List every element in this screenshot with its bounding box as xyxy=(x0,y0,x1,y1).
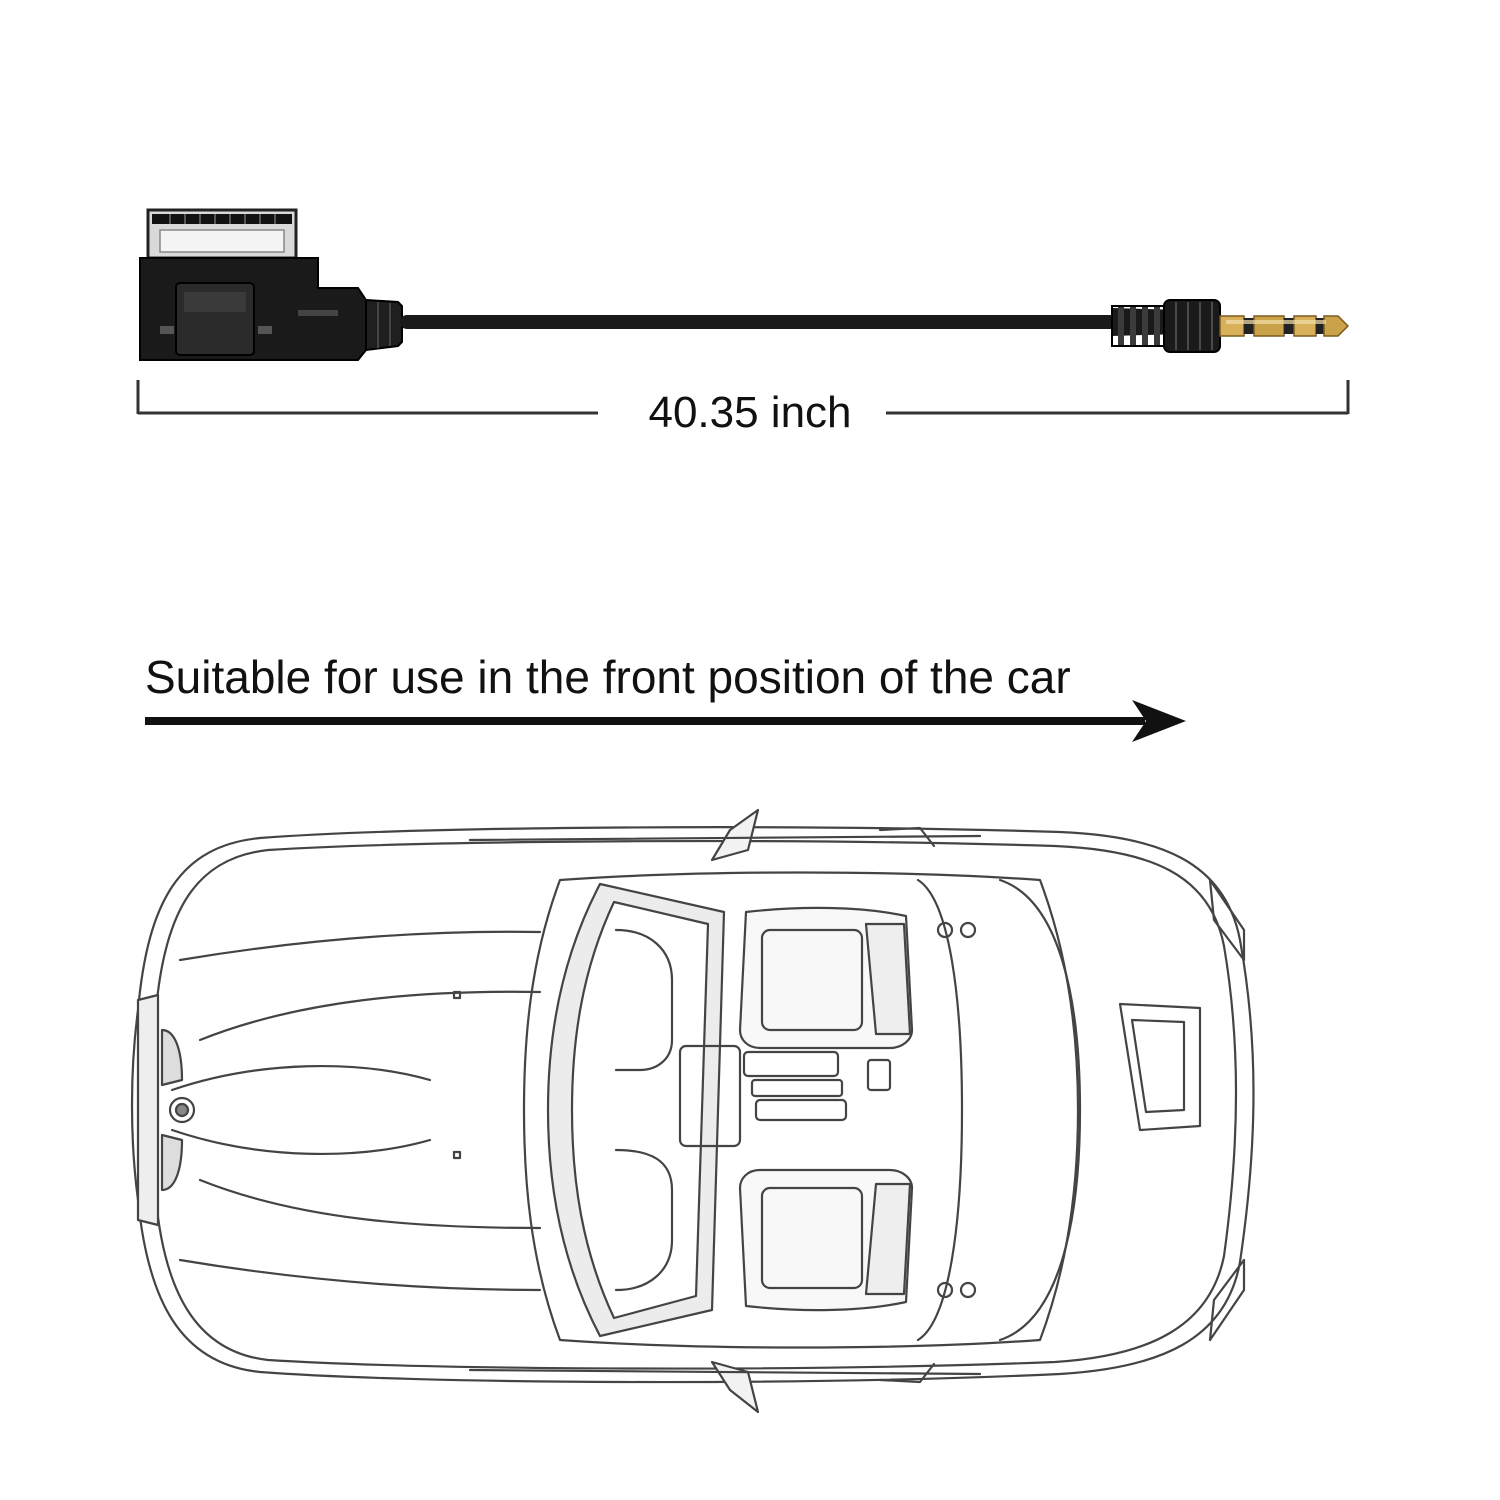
cable-length-label: 40.35 inch xyxy=(648,388,852,437)
arrow-right-icon xyxy=(145,700,1186,742)
aux-plug-boot xyxy=(1111,299,1221,353)
ami-to-aux-cable-icon xyxy=(139,208,1350,361)
convertible-car-top-view-icon xyxy=(130,808,1255,1414)
length-dimension-line xyxy=(136,380,1350,415)
aux-plug-tip xyxy=(1219,315,1350,337)
ami-connector-housing xyxy=(139,257,367,361)
front-position-caption: Suitable for use in the front position o… xyxy=(145,651,1071,703)
ami-connector-tongue xyxy=(146,208,298,260)
strain-relief xyxy=(365,298,403,352)
cable-wire xyxy=(400,315,1120,329)
